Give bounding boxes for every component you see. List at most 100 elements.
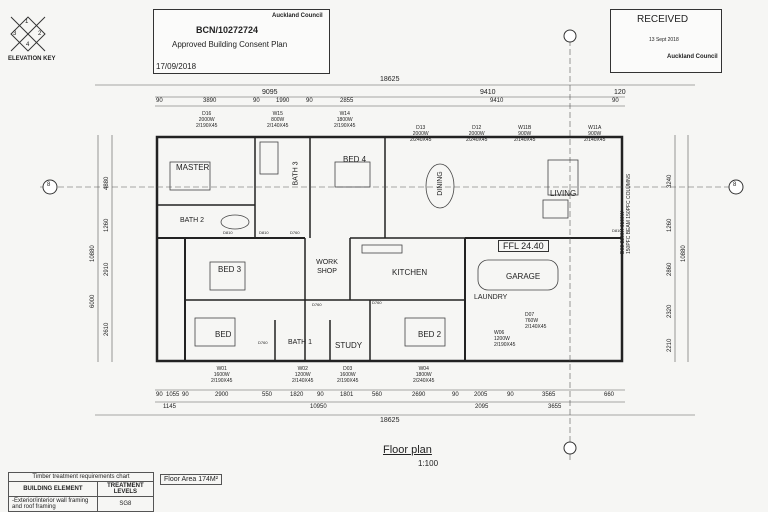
elevation-number-2: 2 (38, 31, 42, 37)
dim-left-outer-2: 6000 (90, 294, 96, 308)
dim-top-mid-1: 9095 (262, 89, 278, 96)
room-bed-4: BED 4 (343, 155, 367, 164)
dim-bottom-mid-1: 1145 (163, 404, 176, 410)
dim-bottom-10: 2690 (412, 392, 426, 398)
dim-top-row-6: 2855 (340, 98, 354, 104)
dim-bottom-3: 90 (182, 392, 189, 398)
received-stamp: RECEIVED 13 Sept 2018 Auckland Council (610, 9, 722, 73)
room-dining: DINING (436, 171, 444, 196)
elevation-key-label: ELEVATION KEY (8, 56, 56, 62)
dim-bottom-mid-2: 10950 (310, 404, 327, 410)
door-code-3: D760 (290, 230, 300, 235)
room-kitchen: KITCHEN (392, 268, 428, 277)
room-study: STUDY (335, 341, 363, 350)
consent-logo: Auckland Council (272, 13, 323, 19)
timber-col-element: BUILDING ELEMENT (8, 481, 98, 497)
section-marker-right: 8 (733, 182, 737, 188)
room-bath-2: BATH 2 (180, 217, 204, 224)
timber-row1-element: -Exterior/interior wall framing and roof… (8, 496, 98, 512)
dim-bottom-13: 90 (507, 392, 514, 398)
dim-bottom-1: 90 (156, 392, 163, 398)
dim-bottom-7: 90 (317, 392, 324, 398)
dim-left-3: 2910 (104, 262, 110, 276)
timber-table-heading: Timber treatment requirements chart (8, 472, 154, 482)
plan-scale: 1:100 (418, 459, 439, 468)
door-code-1: D810 (612, 228, 622, 233)
consent-reference: BCN/10272724 (196, 25, 259, 35)
dim-bottom-6: 1820 (290, 392, 304, 398)
dim-bottom-9: 560 (372, 392, 383, 398)
dim-bottom-overall: 18625 (380, 417, 400, 424)
room-bath-3: BATH 3 (292, 161, 300, 186)
elevation-number-3: 3 (13, 31, 17, 37)
dim-left-1: 4880 (104, 176, 110, 190)
received-title: RECEIVED (637, 14, 689, 25)
dim-bottom-mid-3: 2095 (475, 404, 489, 410)
received-logo: Auckland Council (667, 54, 718, 60)
dim-top-mid-2: 9410 (480, 89, 496, 96)
dim-bottom-2: 1055 (166, 392, 180, 398)
door-code-7: D810 (223, 230, 233, 235)
dim-top-row-2: 3890 (203, 98, 217, 104)
dim-top-row-7: 9410 (490, 98, 504, 104)
door-code-4: D760 (372, 300, 382, 305)
consent-title: Approved Building Consent Plan (172, 40, 288, 49)
timber-col-levels: TREATMENT LEVELS (96, 481, 155, 497)
furniture-icons (169, 141, 579, 347)
elevation-key-icon (10, 16, 46, 52)
room-living: LIVING (550, 189, 577, 198)
floor-area: Floor Area 174M² (160, 474, 223, 485)
dimension-lines (40, 40, 740, 460)
dim-left-4: 2610 (104, 322, 110, 336)
room-laundry: LAUNDRY (474, 294, 508, 301)
ffl-label: FFL 24.40 (498, 240, 549, 252)
elevation-number-1: 1 (25, 19, 29, 25)
dim-bottom-15: 660 (604, 392, 615, 398)
dim-top-row-1: 90 (156, 98, 163, 104)
dim-top-row-8: 90 (612, 98, 619, 104)
dim-right-5: 2210 (667, 338, 673, 352)
room-bed-3: BED 3 (218, 265, 242, 274)
dim-top-row-5: 90 (306, 98, 313, 104)
door-code-2: D810 (259, 230, 269, 235)
room-work-shop: WORK SHOP (316, 259, 338, 275)
dim-top-row-3: 90 (253, 98, 260, 104)
timber-treatment-table: Timber treatment requirements chart BUIL… (8, 472, 155, 512)
consent-date: 17/09/2018 (156, 62, 197, 71)
elevation-number-4: 4 (26, 42, 30, 48)
room-bed-2: BED 2 (418, 330, 442, 339)
door-code-5: D760 (312, 302, 322, 307)
dim-right-3: 2860 (667, 262, 673, 276)
dim-bottom-8: 1801 (340, 392, 354, 398)
dim-bottom-12: 2005 (474, 392, 488, 398)
dim-right-2: 1260 (667, 218, 673, 232)
door-code-6: D760 (258, 340, 268, 345)
room-garage: GARAGE (506, 272, 541, 281)
room-master: MASTER (176, 163, 210, 172)
dim-right-4: 2320 (667, 304, 673, 318)
building-walls (155, 135, 624, 363)
section-marker-left: 8 (47, 182, 51, 188)
dim-top-row-4: 1990 (276, 98, 290, 104)
dim-top-mid-3: 120 (614, 89, 626, 96)
room-bath-1: BATH 1 (288, 339, 312, 346)
dim-left-2: 1260 (104, 218, 110, 232)
dim-bottom-5: 550 (262, 392, 273, 398)
consent-stamp: BCN/10272724 Approved Building Consent P… (153, 9, 330, 74)
dim-right-outer-1: 10880 (681, 245, 687, 262)
dim-top-overall: 18625 (380, 76, 400, 83)
dim-right-1: 3240 (667, 174, 673, 188)
